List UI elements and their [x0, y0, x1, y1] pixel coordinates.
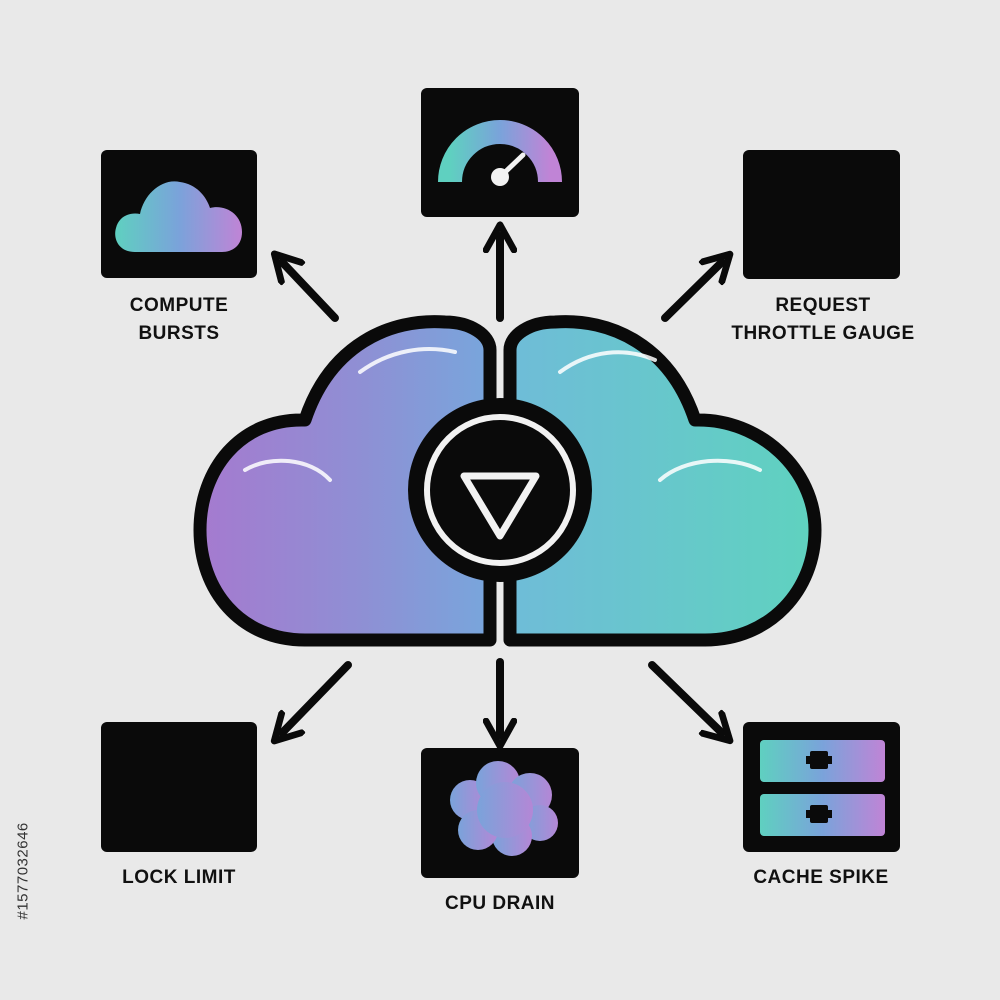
arrow-to-cache-spike — [648, 661, 722, 733]
node-compute-bursts — [101, 150, 257, 278]
stock-id-watermark: #1577032646 — [14, 822, 32, 920]
label-line: LOCK LIMIT — [122, 867, 236, 888]
center-badge-ring — [424, 414, 576, 566]
arrows — [282, 236, 722, 735]
gauge-needle — [497, 152, 526, 180]
node-panel — [421, 88, 579, 217]
server-stack-icon — [760, 740, 885, 836]
triangle-down-icon — [460, 472, 540, 540]
label-cache-spike: CACHE SPIKE — [738, 864, 904, 892]
label-line: THROTTLE GAUGE — [731, 323, 915, 344]
list-panel-icon — [758, 170, 884, 258]
cloud-left-half — [193, 315, 497, 647]
cloud-highlight — [243, 458, 332, 482]
arrow-to-compute-bursts — [282, 262, 339, 322]
label-cpu-drain: CPU DRAIN — [416, 890, 584, 918]
node-cpu-drain — [421, 748, 579, 878]
node-request-throttle-gauge — [743, 150, 900, 279]
cloud-icon — [115, 181, 242, 252]
label-lock-limit: LOCK LIMIT — [96, 864, 262, 892]
label-line: CACHE SPIKE — [753, 867, 889, 888]
arrow-to-lock-limit — [282, 661, 352, 733]
arrow-to-request-throttle-gauge — [661, 262, 722, 322]
label-line: BURSTS — [138, 323, 220, 344]
label-line: CPU DRAIN — [444, 893, 556, 914]
cloud-highlight — [358, 347, 457, 374]
cloud-blob-icon — [450, 761, 558, 856]
label-request-throttle-gauge: REQUEST THROTTLE GAUGE — [718, 292, 928, 348]
cloud-highlight — [658, 458, 762, 482]
cloud-highlight — [558, 350, 657, 374]
node-cache-spike — [743, 722, 900, 852]
node-gauge — [421, 88, 579, 217]
label-line: REQUEST — [775, 295, 871, 316]
central-cloud — [193, 315, 822, 647]
label-line: COMPUTE — [129, 295, 229, 316]
grid-list-icon — [116, 748, 242, 825]
node-lock-limit — [101, 722, 257, 852]
cloud-right-half — [503, 315, 822, 647]
speedometer-icon — [438, 120, 562, 183]
label-compute-bursts: COMPUTE BURSTS — [96, 292, 262, 348]
node-panel — [101, 722, 257, 852]
